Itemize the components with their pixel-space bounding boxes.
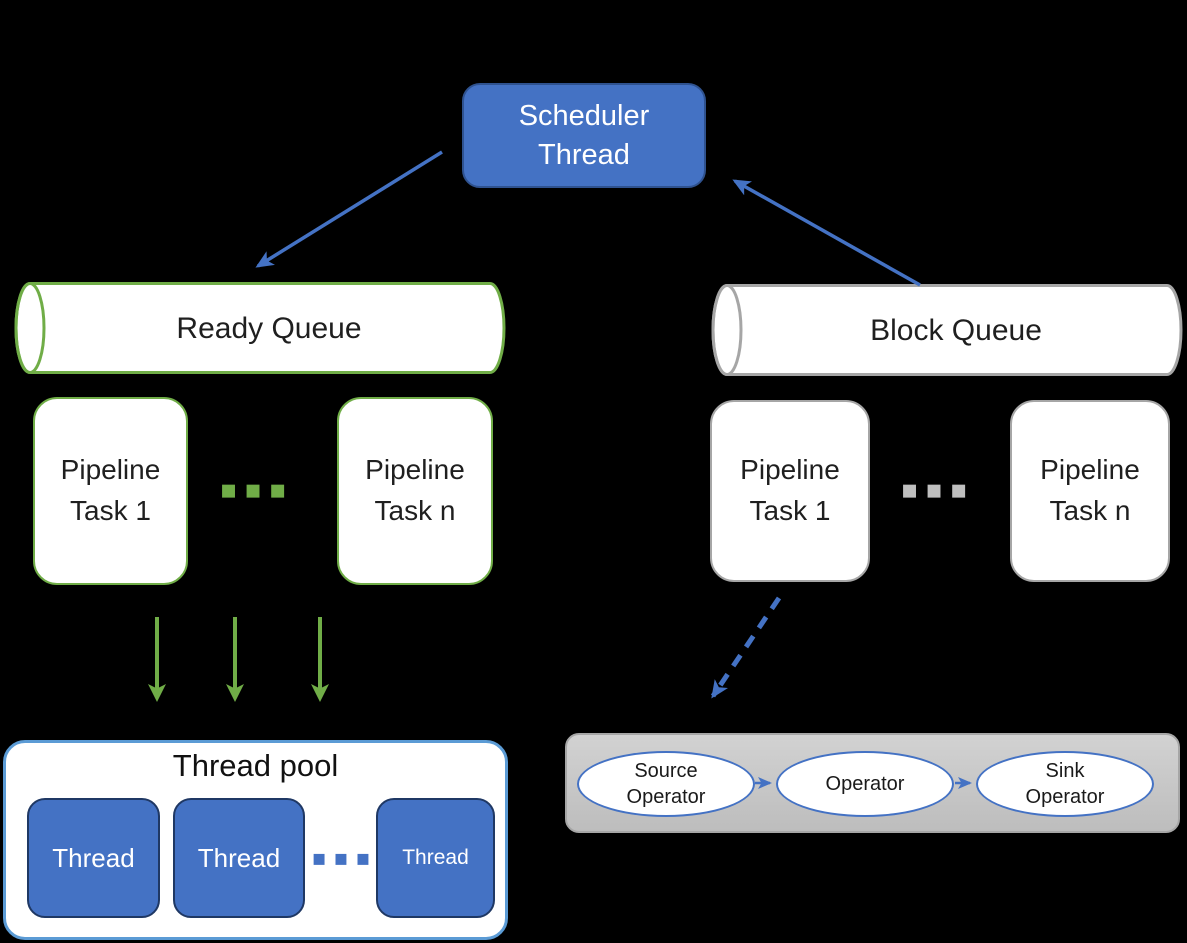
thread-box-3-label: Thread (402, 846, 469, 869)
operator-label: Operator (825, 773, 905, 795)
ready-pipeline-task-1: Pipeline Task 1 (33, 397, 188, 585)
thread-pool-box: Thread pool Thread Thread ▪▪▪ Thread (3, 740, 508, 940)
thread-pool-title: Thread pool (172, 748, 339, 783)
ready-pipeline-task-n: Pipeline Task n (337, 397, 493, 585)
arrow-scheduler-to-ready-queue (255, 150, 443, 268)
ready-pipeline-task-1-label: Pipeline Task 1 (60, 454, 161, 526)
sink-operator-ellipse: Sink Operator (976, 751, 1154, 817)
thread-box-3: Thread (376, 798, 495, 918)
block-pipeline-task-n-label: Pipeline Task n (1040, 454, 1140, 526)
block-queue-label: Block Queue (870, 313, 1042, 347)
scheduler-thread-box: Scheduler Thread (462, 83, 706, 188)
scheduler-thread-label: Scheduler Thread (518, 100, 650, 171)
thread-box-1: Thread (27, 798, 160, 918)
thread-box-1-label: Thread (52, 842, 135, 873)
operator-chain-box: Source Operator Operator Sink Operator (565, 733, 1180, 833)
arrow-block-queue-to-scheduler (732, 179, 921, 287)
ready-queue-cylinder (14, 282, 506, 374)
block-pipeline-task-n: Pipeline Task n (1010, 400, 1170, 582)
thread-box-2: Thread (173, 798, 305, 918)
thread-pool-ellipsis-dots: ▪▪▪ (311, 845, 378, 871)
ready-tasks-ellipsis-dots: ▪▪▪ (219, 475, 294, 505)
sink-operator-label: Sink Operator (1025, 760, 1105, 808)
block-tasks-ellipsis-dots: ▪▪▪ (900, 475, 975, 505)
source-operator-ellipse: Source Operator (577, 751, 755, 817)
arrow-task-to-operator-chain-dashed (710, 596, 782, 699)
block-queue-cylinder (711, 284, 1183, 376)
ready-queue-label: Ready Queue (176, 311, 362, 345)
block-pipeline-task-1-label: Pipeline Task 1 (740, 454, 840, 526)
source-operator-label: Source Operator (626, 760, 706, 808)
thread-box-2-label: Thread (197, 842, 281, 873)
operator-ellipse: Operator (776, 751, 954, 817)
ready-pipeline-task-n-label: Pipeline Task n (365, 454, 465, 526)
block-pipeline-task-1: Pipeline Task 1 (710, 400, 870, 582)
